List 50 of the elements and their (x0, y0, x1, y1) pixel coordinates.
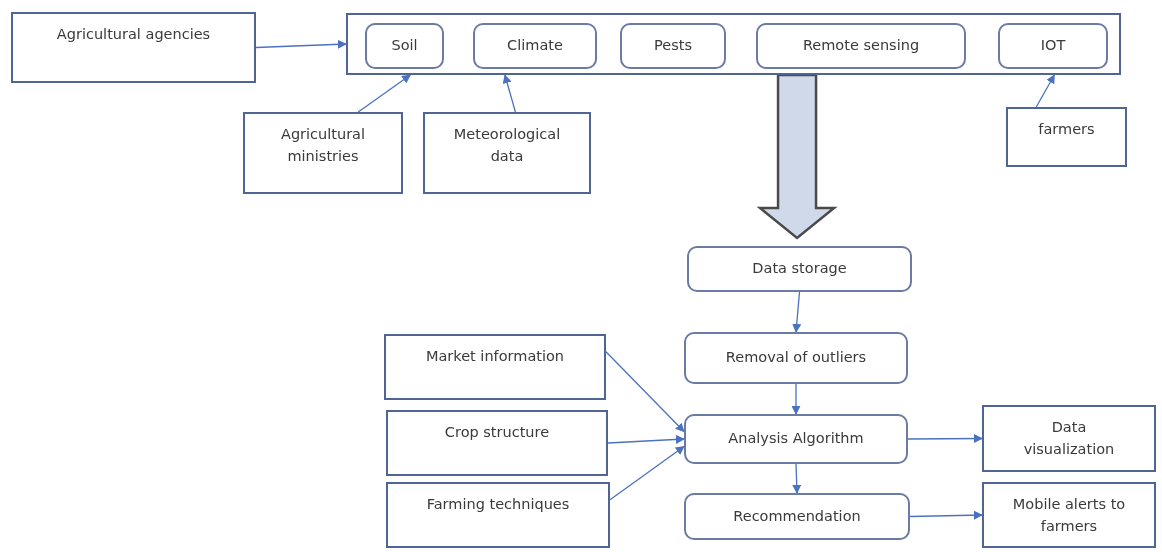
arrow (357, 74, 412, 113)
source-box (423, 112, 591, 194)
process-box (473, 23, 597, 69)
source-box (11, 12, 256, 83)
group-frame (346, 13, 1121, 75)
arrow (502, 74, 517, 113)
arrow (605, 351, 685, 433)
node-label: IOT (1040, 36, 1066, 56)
source-box (386, 410, 608, 476)
arrow (607, 434, 685, 444)
node-label: Mobile alerts to farmers (1011, 495, 1127, 536)
node-label: Meteorological data (452, 125, 562, 166)
arrow (791, 383, 801, 415)
arrow (792, 291, 802, 333)
node-label: Farming techniques (426, 495, 570, 514)
node-label: Remote sensing (802, 36, 920, 56)
node-label: Agricultural ministries (279, 125, 367, 166)
arrow (1035, 74, 1055, 108)
node-label: Pests (654, 36, 692, 56)
process-box (687, 246, 912, 292)
source-box (982, 405, 1156, 472)
arrow (255, 39, 347, 49)
process-box (365, 23, 444, 69)
node-label: farmers (1038, 120, 1095, 139)
node-label: Climate (507, 36, 563, 56)
process-box (684, 332, 908, 384)
node-label: Recommendation (733, 506, 861, 526)
arrow (909, 510, 983, 520)
process-box (998, 23, 1108, 69)
node-label: Analysis Algorithm (728, 429, 864, 449)
process-box (756, 23, 966, 69)
node-label: Data visualization (1022, 418, 1116, 459)
block-arrow (756, 73, 838, 240)
process-box (684, 414, 908, 464)
source-box (386, 482, 610, 548)
arrow (609, 445, 685, 501)
node-label: Data storage (752, 259, 847, 279)
node-label: Market information (425, 347, 565, 366)
source-box (243, 112, 403, 194)
source-box (384, 334, 606, 400)
source-box (1006, 107, 1127, 167)
source-box (982, 482, 1156, 548)
arrow (792, 463, 802, 494)
node-label: Crop structure (444, 423, 550, 442)
arrow (907, 434, 983, 444)
node-label: Agricultural agencies (56, 25, 211, 44)
node-label: Removal of outliers (725, 348, 867, 368)
node-label: Soil (391, 36, 418, 56)
process-box (620, 23, 726, 69)
process-box (684, 493, 910, 540)
